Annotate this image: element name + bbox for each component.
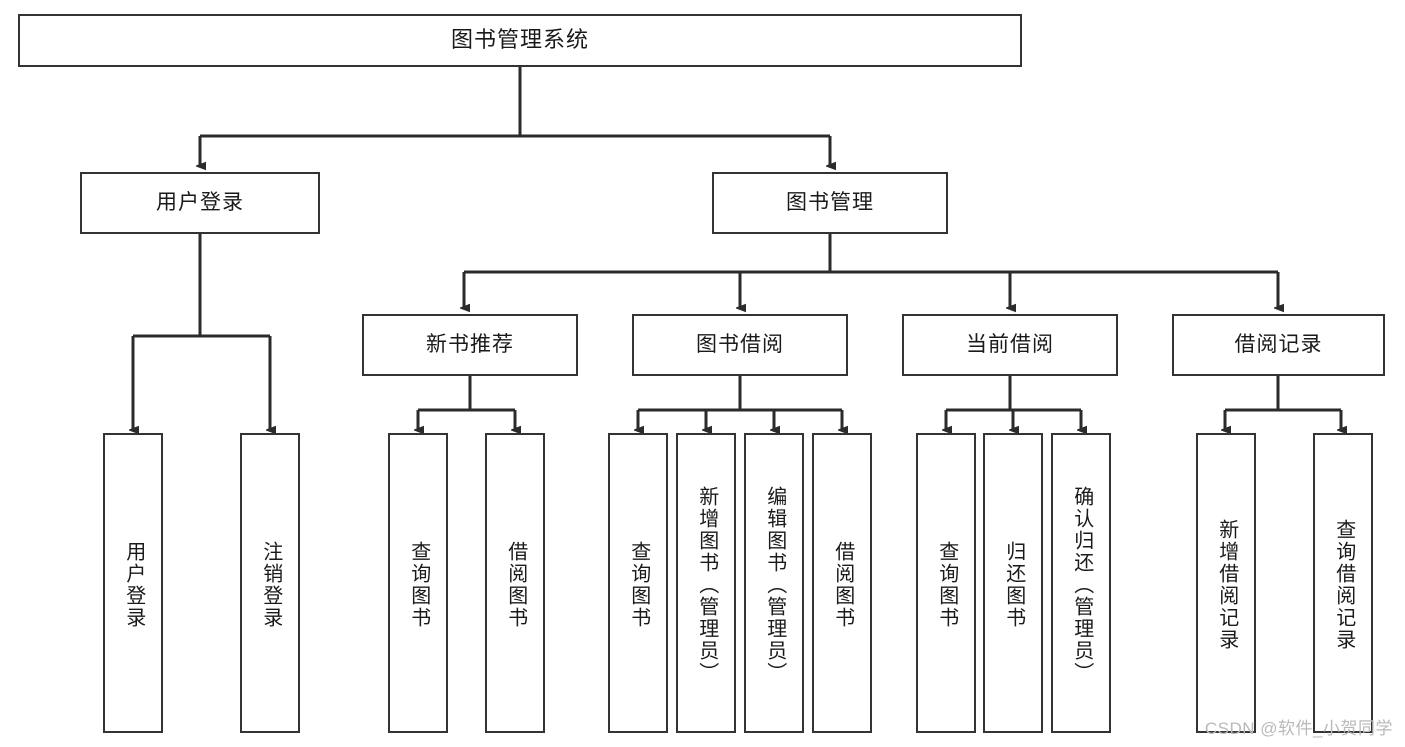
leaf-add-book[interactable]: 新增图书（管理员） <box>676 433 736 733</box>
leaf-add-record[interactable]: 新增借阅记录 <box>1196 433 1256 733</box>
node-book-borrow[interactable]: 图书借阅 <box>632 314 848 376</box>
leaf-add-book-label: 新增图书（管理员） <box>695 486 718 684</box>
leaf-query-record-label: 查询借阅记录 <box>1332 519 1355 651</box>
leaf-edit-book[interactable]: 编辑图书（管理员） <box>744 433 804 733</box>
node-borrow-record[interactable]: 借阅记录 <box>1172 314 1385 376</box>
node-new-book-rec[interactable]: 新书推荐 <box>362 314 578 376</box>
node-book-manage-label: 图书管理 <box>786 191 874 215</box>
node-current-borrow-label: 当前借阅 <box>966 333 1054 357</box>
leaf-user-login-label: 用户登录 <box>122 541 145 629</box>
watermark: CSDN @软件_小贺同学 <box>1204 719 1393 738</box>
node-user-login[interactable]: 用户登录 <box>80 172 320 234</box>
node-current-borrow[interactable]: 当前借阅 <box>902 314 1118 376</box>
leaf-query-book-2-label: 查询图书 <box>627 541 650 629</box>
leaf-borrow-book-1[interactable]: 借阅图书 <box>485 433 545 733</box>
node-user-login-label: 用户登录 <box>156 191 244 215</box>
leaf-add-record-label: 新增借阅记录 <box>1215 519 1238 651</box>
leaf-borrow-book-1-label: 借阅图书 <box>504 541 527 629</box>
leaf-confirm-return[interactable]: 确认归还（管理员） <box>1051 433 1111 733</box>
node-root-label: 图书管理系统 <box>450 27 589 53</box>
node-book-manage[interactable]: 图书管理 <box>712 172 948 234</box>
leaf-edit-book-label: 编辑图书（管理员） <box>763 486 786 684</box>
node-root[interactable]: 图书管理系统 <box>18 14 1022 67</box>
leaf-user-logout[interactable]: 注销登录 <box>240 433 300 733</box>
leaf-user-login[interactable]: 用户登录 <box>103 433 163 733</box>
leaf-query-book-2[interactable]: 查询图书 <box>608 433 668 733</box>
leaf-return-book[interactable]: 归还图书 <box>983 433 1043 733</box>
leaf-user-logout-label: 注销登录 <box>259 541 282 629</box>
leaf-confirm-return-label: 确认归还（管理员） <box>1070 486 1093 684</box>
node-borrow-record-label: 借阅记录 <box>1234 333 1323 357</box>
leaf-borrow-book-2-label: 借阅图书 <box>831 541 854 629</box>
leaf-query-book-3-label: 查询图书 <box>935 541 958 629</box>
leaf-query-book-1[interactable]: 查询图书 <box>388 433 448 733</box>
leaf-query-book-3[interactable]: 查询图书 <box>916 433 976 733</box>
leaf-return-book-label: 归还图书 <box>1002 541 1025 629</box>
node-new-book-rec-label: 新书推荐 <box>426 333 514 357</box>
leaf-query-record[interactable]: 查询借阅记录 <box>1313 433 1373 733</box>
leaf-query-book-1-label: 查询图书 <box>407 541 430 629</box>
leaf-borrow-book-2[interactable]: 借阅图书 <box>812 433 872 733</box>
node-book-borrow-label: 图书借阅 <box>696 333 784 357</box>
